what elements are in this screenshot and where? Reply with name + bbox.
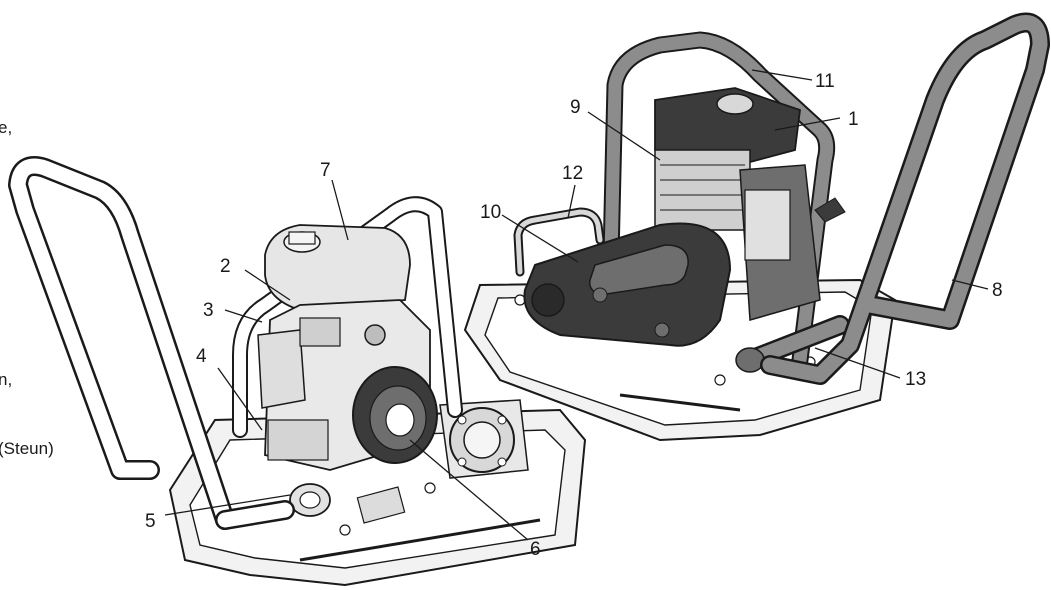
- right-belt-guard: [523, 222, 732, 347]
- callout-7: 7: [320, 160, 331, 181]
- left-compactor: [8, 156, 587, 587]
- right-roll-bar: [601, 31, 836, 369]
- cut-off-text-1: e,: [0, 118, 13, 137]
- callout-4: 4: [196, 346, 207, 367]
- left-engine: [257, 224, 438, 471]
- right-engine: [654, 87, 846, 321]
- callout-2: 2: [220, 256, 231, 277]
- callout-10: 10: [480, 202, 501, 223]
- left-handle: [8, 156, 295, 530]
- cut-off-text-3: (Steun): [0, 439, 54, 458]
- left-axle-mount: [289, 483, 331, 517]
- callout-9: 9: [570, 97, 581, 118]
- callout-13: 13: [905, 369, 926, 390]
- callout-11: 11: [815, 71, 835, 92]
- left-exciter-housing: [439, 399, 529, 479]
- right-compactor: [463, 12, 1050, 442]
- cut-off-text-2: n,: [0, 370, 13, 389]
- callout-8: 8: [992, 280, 1003, 301]
- right-handle: [760, 12, 1050, 385]
- callout-5: 5: [145, 511, 156, 532]
- callout-12: 12: [562, 163, 583, 184]
- right-axle-pipe: [735, 315, 850, 373]
- right-lifting-hook: [513, 207, 605, 277]
- callout-3: 3: [203, 300, 214, 321]
- callout-1: 1: [848, 109, 859, 130]
- callout-6: 6: [530, 539, 541, 560]
- callouts: 1 2 3 4 5 6 7 8 9 10: [145, 69, 1003, 560]
